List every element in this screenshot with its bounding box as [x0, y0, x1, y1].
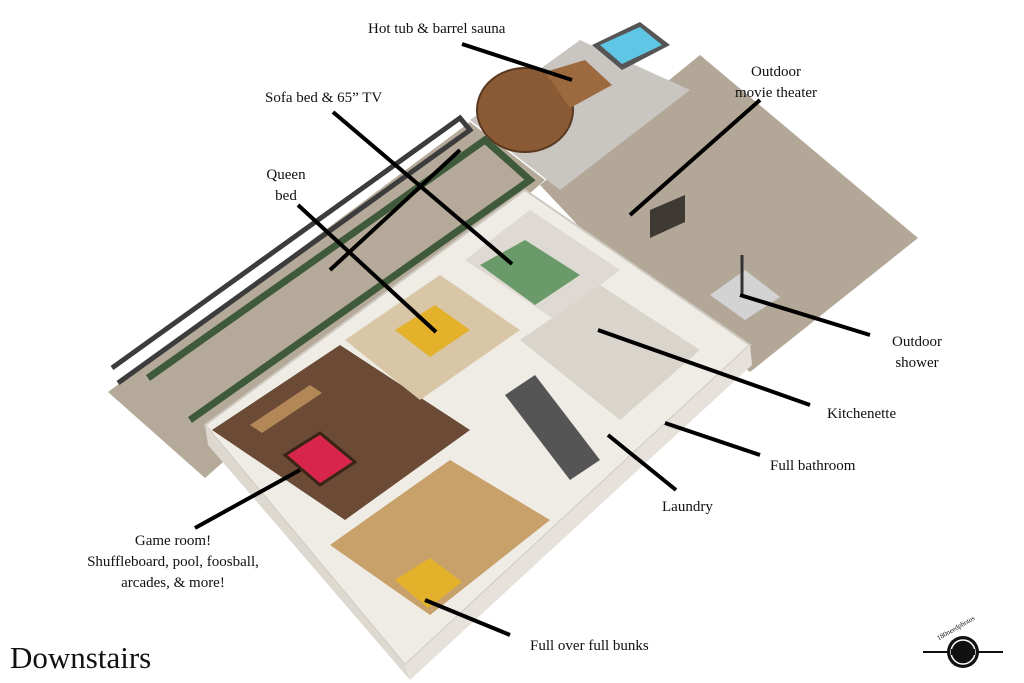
label-line: bed — [275, 188, 297, 204]
label-hot-tub: Hot tub & barrel sauna — [368, 21, 506, 37]
leader-kitchenette — [597, 328, 811, 407]
label-kitchenette: Kitchenette — [827, 406, 897, 422]
leader-lines — [194, 42, 871, 637]
label-line: shower — [895, 355, 939, 371]
label-full-bathroom: Full bathroom — [770, 458, 856, 474]
kitchen-tile-floor — [520, 285, 700, 420]
leader-queen-bed — [296, 203, 438, 334]
leader-sofa-bed — [331, 110, 514, 266]
label-line: Outdoor — [751, 64, 801, 80]
deck-railing — [110, 114, 474, 386]
bunk-bed — [395, 558, 462, 608]
label-laundry: Laundry — [662, 499, 713, 515]
label-line: arcades, & more! — [121, 575, 225, 591]
leader-laundry — [606, 433, 678, 492]
pergola — [145, 135, 536, 423]
label-sofa-bed: Sofa bed & 65” TV — [265, 90, 383, 106]
sauna-deck — [545, 60, 612, 108]
barrel-sauna — [476, 67, 574, 153]
leader-shower — [739, 293, 871, 337]
label-queen-bed: Queen bed — [262, 165, 310, 207]
shuffleboard — [250, 385, 322, 433]
label-line: Game room! — [134, 533, 212, 549]
leader-movie — [628, 98, 762, 217]
stairs — [505, 375, 600, 480]
game-room-floor — [212, 345, 470, 520]
leader-bunks — [424, 598, 511, 637]
leader-game-room — [194, 468, 301, 530]
label-outdoor-shower: Outdoor shower — [882, 332, 952, 374]
label-game-room: Game room! Shuffleboard, pool, foosball,… — [70, 531, 276, 594]
hot-tub-water — [600, 27, 662, 64]
label-line: Outdoor — [892, 334, 942, 350]
label-outdoor-movie: Outdoor movie theater — [720, 62, 832, 104]
label-line: Queen — [266, 167, 306, 183]
page-title: Downstairs — [10, 640, 152, 675]
movie-screen — [650, 195, 685, 238]
gravel-yard-right — [540, 55, 918, 372]
gravel-yard-left — [108, 122, 545, 478]
bunk-room-floor — [330, 460, 550, 615]
photographer-logo — [923, 636, 1003, 668]
house-wall-side — [205, 425, 410, 680]
label-line: movie theater — [734, 85, 818, 101]
leader-pergola-bed — [328, 148, 462, 272]
label-bunks: Full over full bunks — [530, 638, 649, 654]
leader-bathroom — [664, 421, 761, 457]
leader-hot-tub — [461, 42, 573, 82]
pool-table — [282, 431, 358, 487]
label-line: Shuffleboard, pool, foosball, — [87, 554, 259, 570]
house-wall-front — [405, 345, 752, 680]
